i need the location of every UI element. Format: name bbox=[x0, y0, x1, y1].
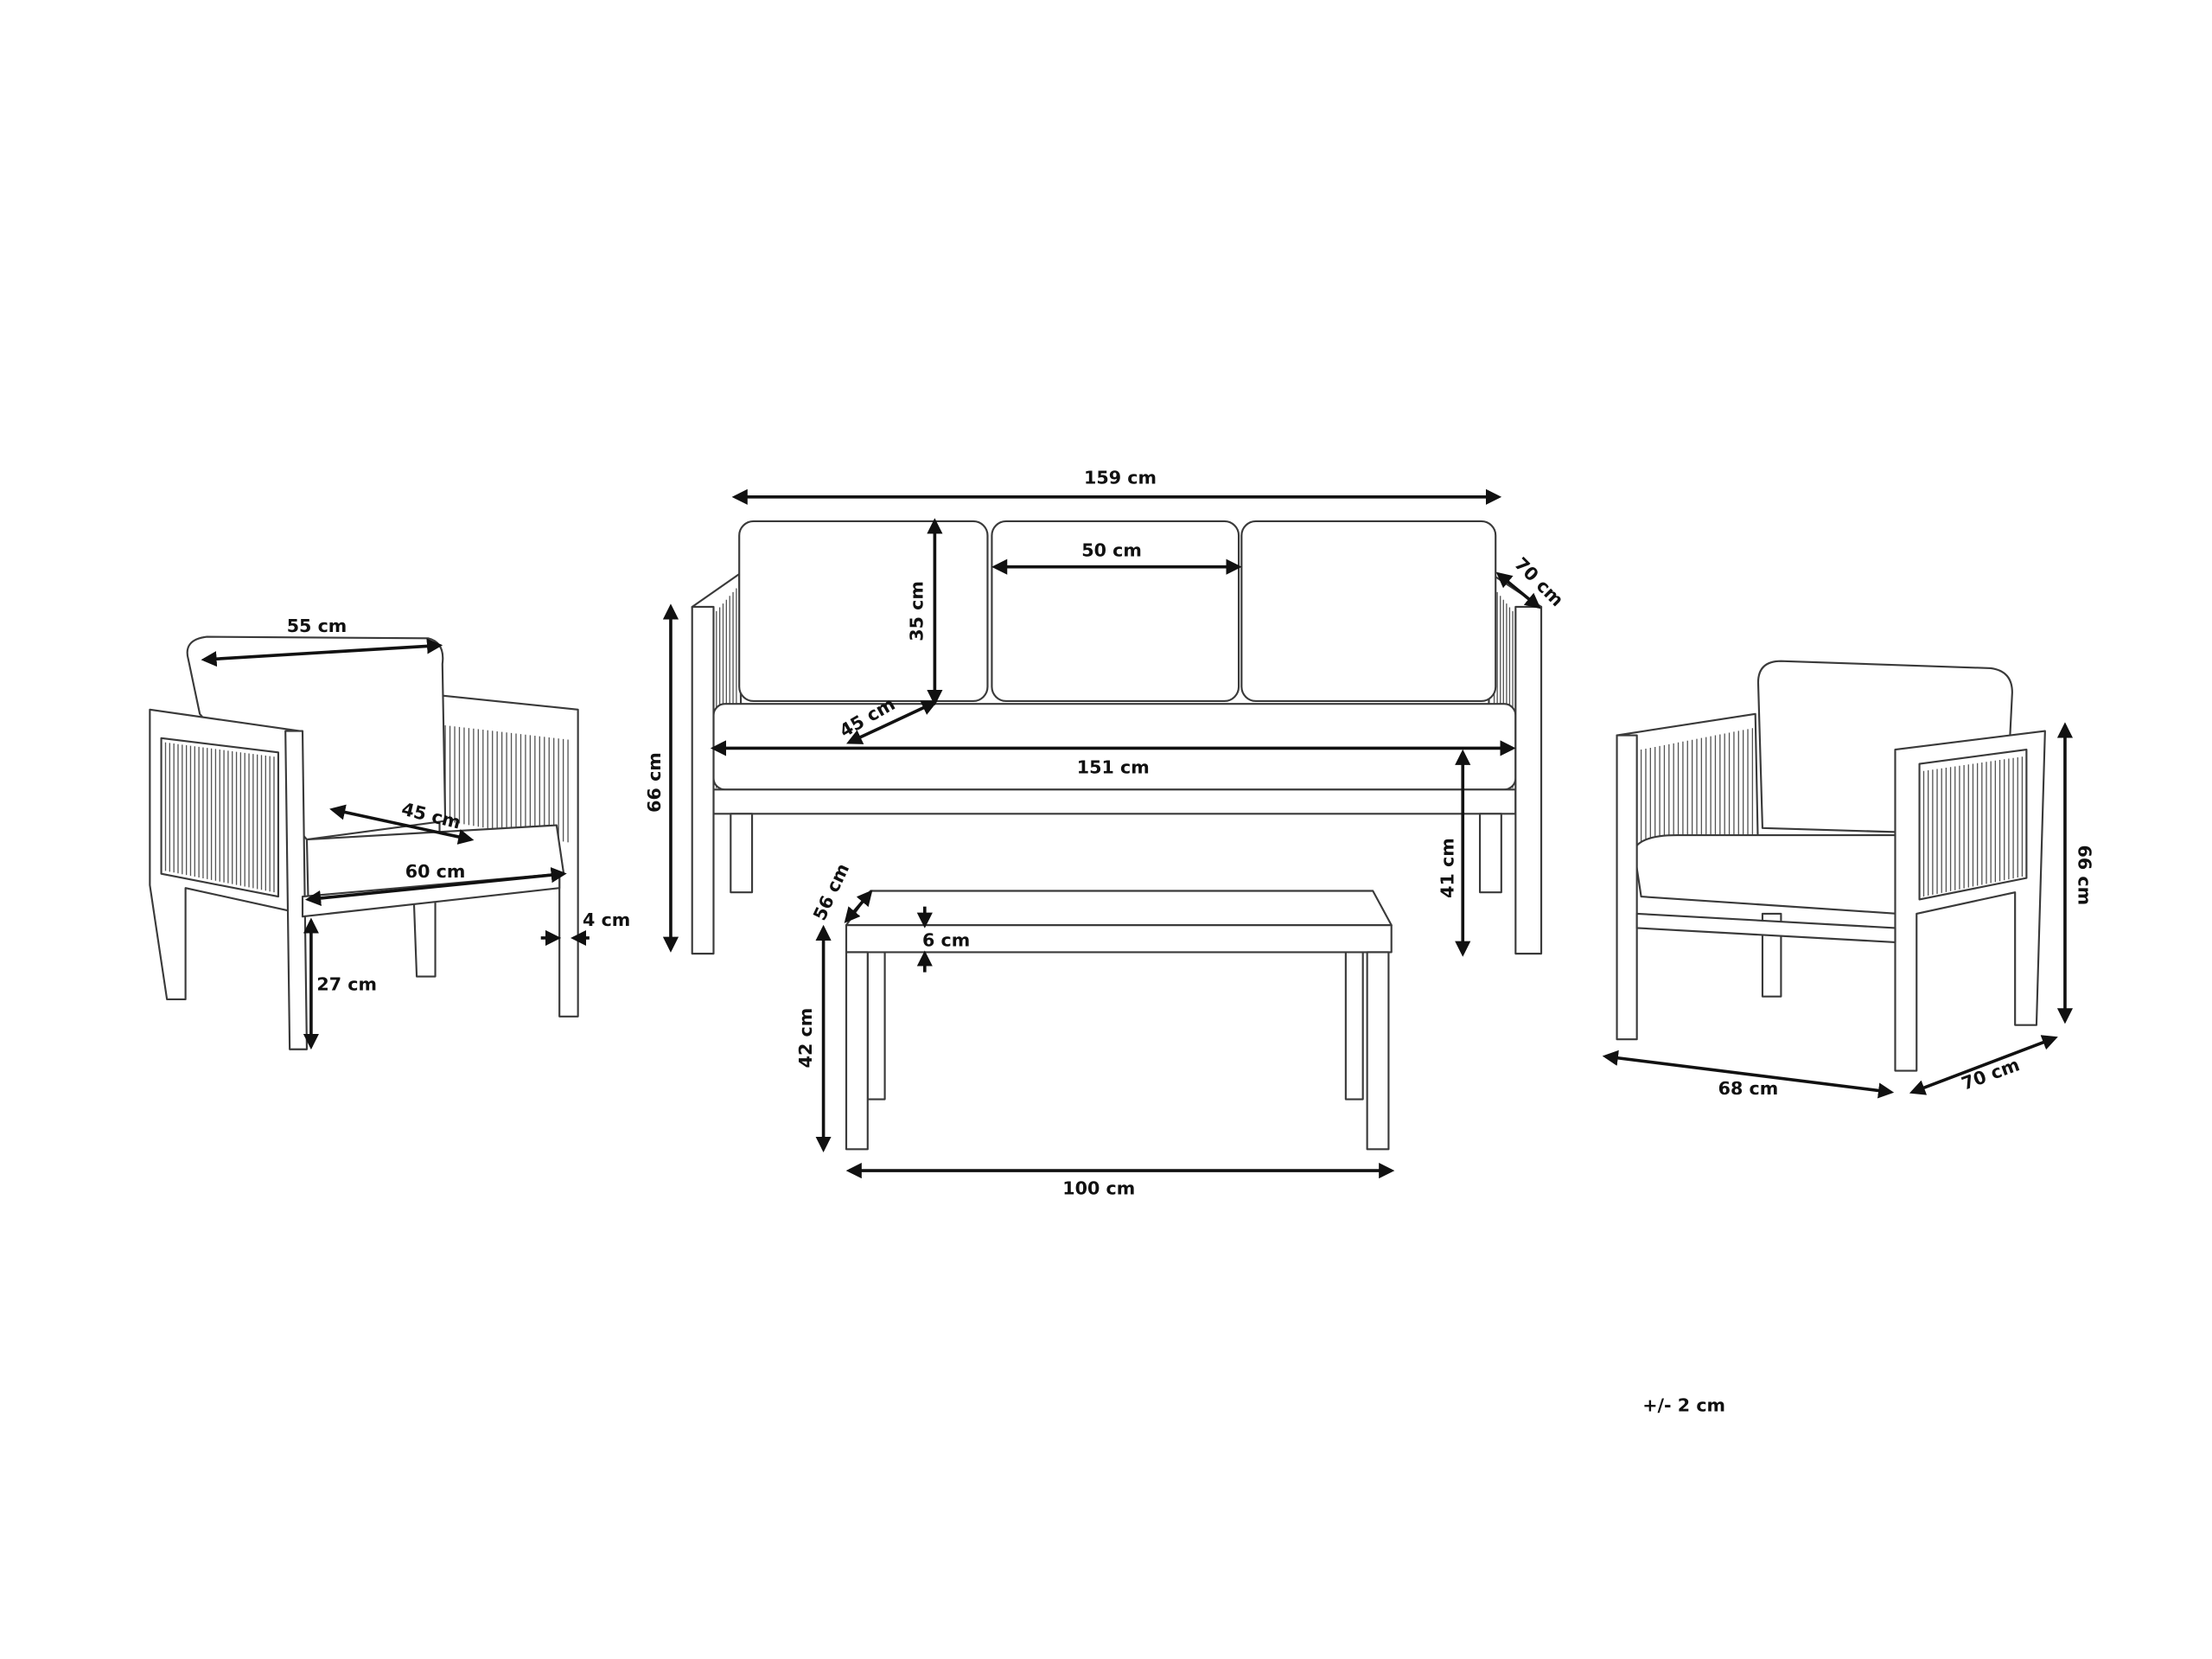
sofa-height-label: 66 cm bbox=[644, 752, 665, 813]
left-chair-seat-width-arrow bbox=[304, 867, 567, 906]
left-arm-rope bbox=[164, 742, 275, 893]
sofa-seat-width-label: 151 cm bbox=[1077, 757, 1150, 778]
sofa-seat-height-label: 41 cm bbox=[1437, 838, 1458, 898]
tolerance-note: +/- 2 cm bbox=[1642, 1394, 1725, 1415]
sofa-depth-arrow bbox=[1495, 571, 1541, 609]
right-arm-rope bbox=[1922, 756, 2024, 897]
sofa-cushion-height-label: 35 cm bbox=[907, 581, 928, 641]
left-chair-clearance-label: 27 cm bbox=[316, 973, 377, 994]
table-depth-arrow bbox=[844, 890, 873, 923]
right-chair-depth-arrow bbox=[1909, 1035, 2058, 1095]
coffee-table bbox=[845, 890, 1393, 1151]
right-arm-rope bbox=[444, 724, 569, 843]
right-chair-depth-label: 70 cm bbox=[1959, 1054, 2023, 1094]
left-chair-back-width-label: 55 cm bbox=[287, 616, 347, 636]
right-chair-width-label: 68 cm bbox=[1718, 1078, 1779, 1099]
right-chair-width-arrow bbox=[1602, 1050, 1895, 1099]
sofa bbox=[691, 520, 1543, 955]
left-chair-seat-width-label: 60 cm bbox=[405, 861, 466, 882]
table-width-label: 100 cm bbox=[1062, 1178, 1135, 1199]
right-armchair bbox=[1616, 660, 2046, 1072]
table-height-label: 42 cm bbox=[795, 1008, 816, 1069]
left-chair-back-width-arrow bbox=[201, 638, 443, 667]
table-top-thickness-label: 6 cm bbox=[922, 929, 970, 950]
left-chair-seat-depth-arrow bbox=[329, 804, 475, 845]
table-depth-label: 56 cm bbox=[809, 860, 853, 923]
sofa-cushion-width-label: 50 cm bbox=[1081, 540, 1142, 561]
sofa-width-label: 159 cm bbox=[1084, 467, 1157, 488]
sofa-seat-depth-arrow bbox=[846, 700, 938, 744]
left-chair-leg-width-label: 4 cm bbox=[583, 909, 630, 930]
right-chair-height-label: 66 cm bbox=[2074, 845, 2094, 906]
